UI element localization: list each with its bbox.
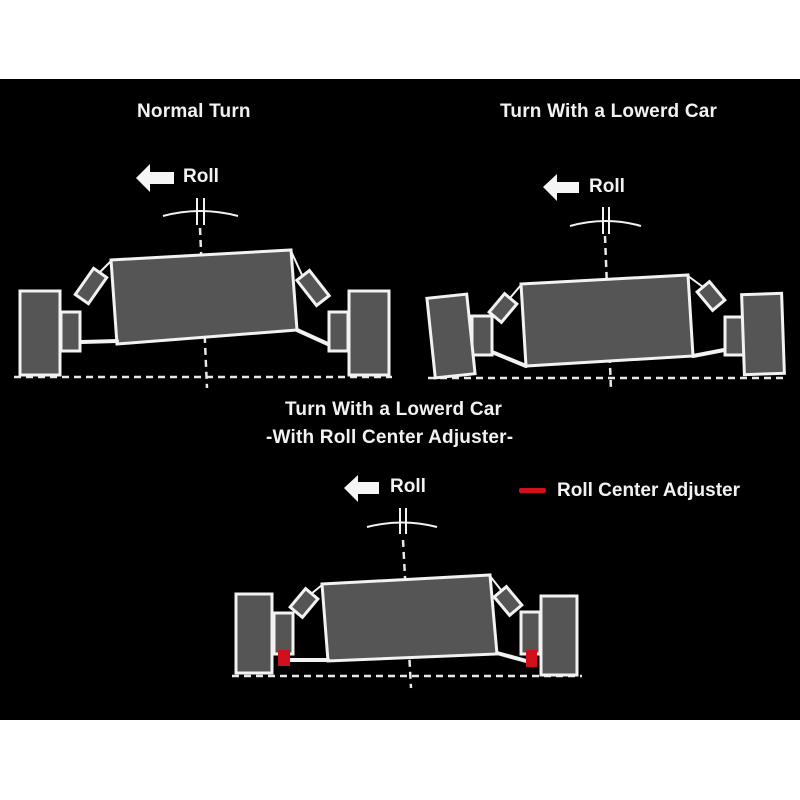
diagram-lowered-car [425,174,786,391]
roll-angle-marker [569,207,642,234]
lower-arm-right [495,651,532,664]
lower-arm-left [80,339,119,344]
lower-arm-right [691,348,726,358]
roll-center-adjuster-left [278,650,290,666]
hub-right [327,310,350,353]
wheel-right [740,291,786,377]
wheel-left [18,289,62,377]
shock-right [492,584,524,618]
roll-label-1: Roll [183,166,219,187]
legend-label: Roll Center Adjuster [557,480,740,501]
wheel-right [347,289,391,377]
hub-left [59,310,82,353]
title-normal-turn: Normal Turn [137,101,251,122]
roll-label-3: Roll [390,476,426,497]
title-adjuster-line1: Turn With a Lowerd Car [285,399,503,420]
car-body [320,573,499,663]
wheel-left [234,592,274,675]
hub-left [272,611,295,656]
lower-arm-right [295,328,332,347]
wheel-right [539,594,579,677]
roll-angle-marker [162,198,239,225]
roll-label-2: Roll [589,176,625,197]
title-adjuster-line2: -With Roll Center Adjuster- [266,427,514,448]
hub-left [470,314,494,357]
roll-arrow-icon [344,475,379,502]
lower-arm-left [490,350,528,368]
roll-angle-marker [366,508,438,534]
roll-arrow-icon [136,164,174,192]
wheel-left [425,292,477,380]
shock-left [487,291,519,325]
car-body [519,273,695,368]
legend-swatch-icon [519,488,546,493]
hub-right [519,610,542,656]
diagram-roll-center-adjuster [232,475,582,689]
shock-right [695,279,727,313]
roll-center-adjuster-right [526,650,537,667]
shock-right [294,268,332,308]
car-body [109,248,299,346]
title-lowered-car: Turn With a Lowerd Car [500,101,718,122]
roll-arrow-icon [543,174,579,201]
shock-left [73,266,109,306]
diagram-normal-turn [14,164,392,389]
